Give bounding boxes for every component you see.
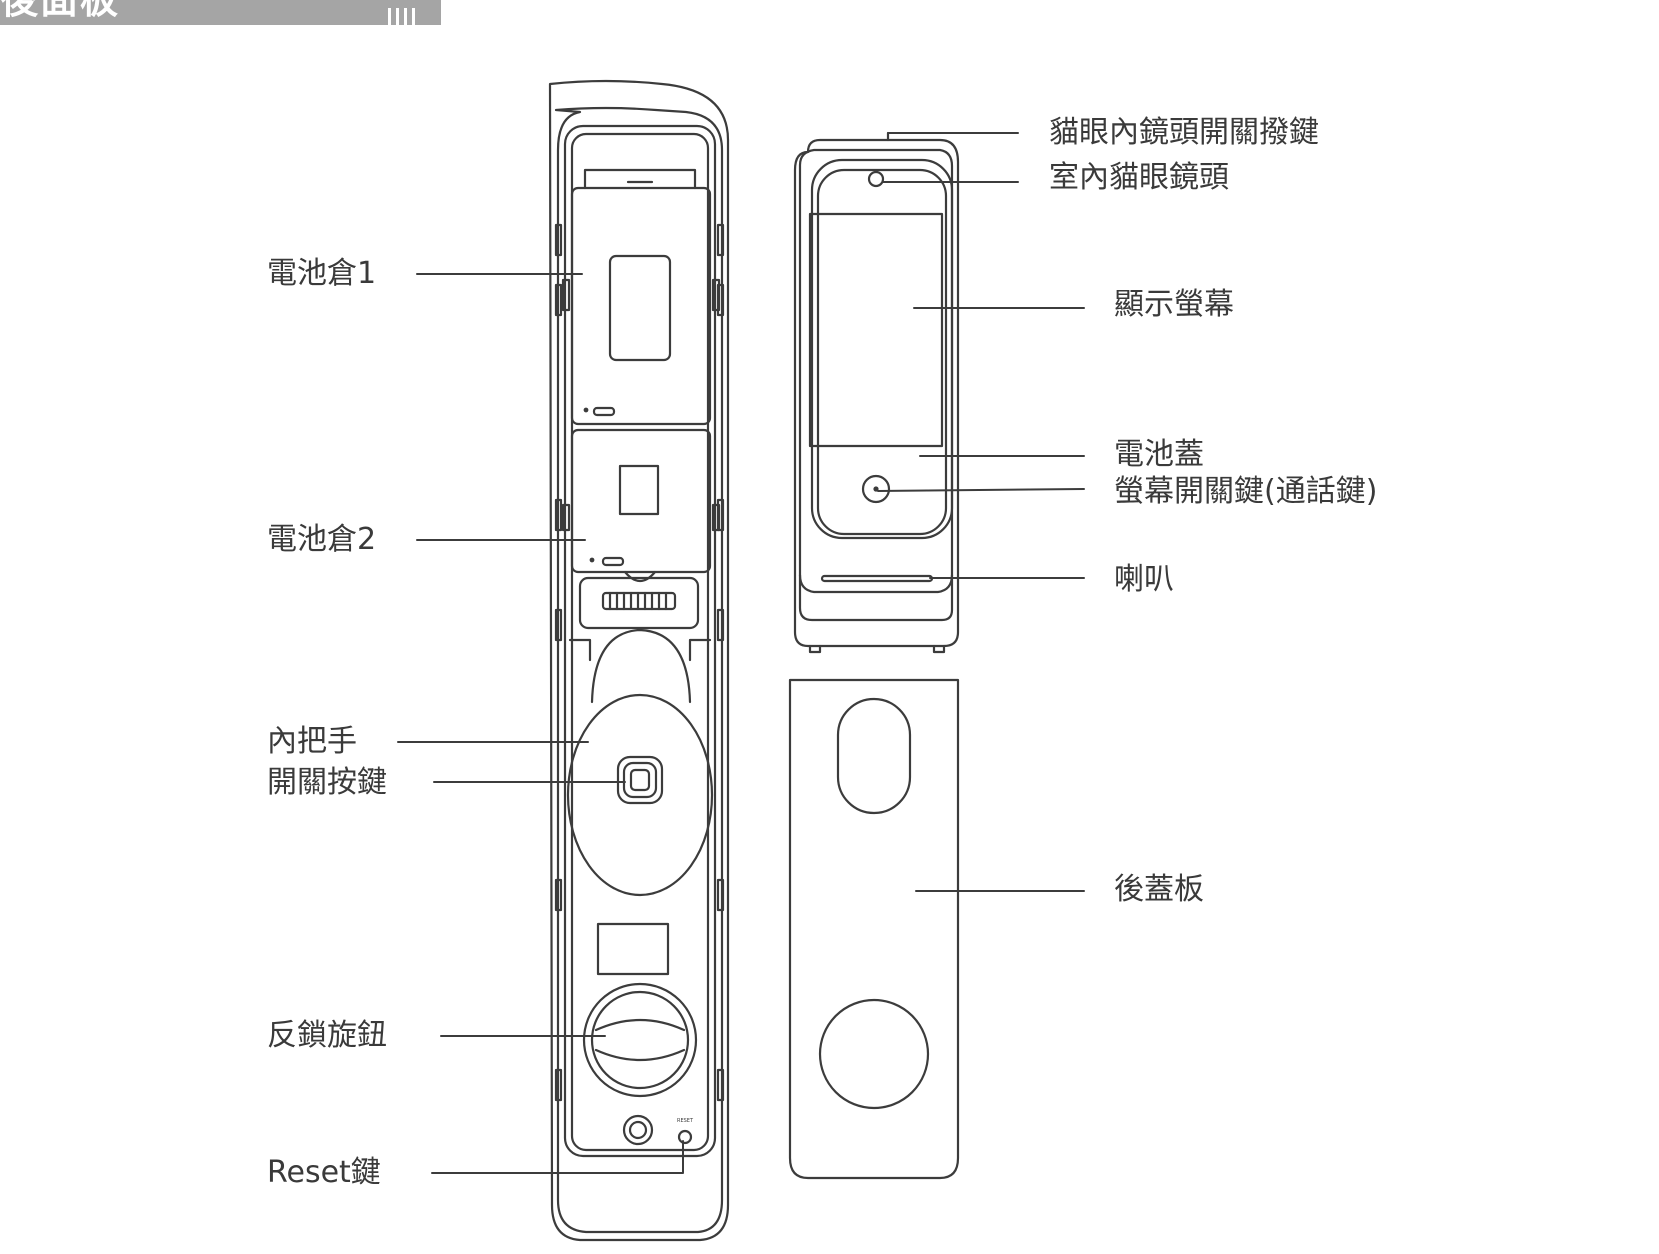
lock-panel-frame: [563, 124, 717, 1158]
indoor-camera-lens: [867, 170, 885, 188]
label-inner-handle: 內把手: [267, 724, 357, 759]
reset-print: RESET: [677, 1118, 694, 1124]
battery-bay-1: [570, 186, 712, 426]
back-cover-top-slot: [836, 697, 912, 815]
inner-handle: [566, 628, 714, 897]
battery-label-area-2: [618, 464, 660, 516]
display-screen: [808, 212, 944, 448]
back-cover-knob-hole: [818, 998, 930, 1110]
connector-block: [568, 570, 712, 662]
usb-port-2: [601, 556, 625, 567]
label-screen-power-button: 螢幕開關鍵(通話鍵): [1114, 474, 1378, 509]
label-battery-bay-1: 電池倉1: [267, 256, 377, 291]
battery-label-area-1: [608, 254, 672, 362]
lock-bottom-button: [622, 1114, 654, 1146]
speaker-grille: [820, 574, 934, 583]
label-battery-cover: 電池蓋: [1114, 437, 1204, 472]
label-battery-bay-2: 電池倉2: [267, 522, 377, 557]
lock-body: [548, 79, 730, 1242]
section-header: 後面板: [0, 0, 441, 25]
battery-bay-2: [570, 428, 712, 574]
back-cover: [788, 678, 960, 1180]
deadbolt-knob: [582, 982, 698, 1098]
label-reset-key: Reset鍵: [267, 1155, 381, 1190]
header-stripes: [380, 0, 441, 25]
label-display-screen: 顯示螢幕: [1114, 287, 1234, 322]
usb-port-1: [592, 406, 616, 417]
leader-lines: [397, 132, 1085, 1174]
label-deadbolt-knob: 反鎖旋鈕: [267, 1018, 387, 1053]
reset-hole: [677, 1129, 693, 1145]
label-back-cover: 後蓋板: [1114, 872, 1204, 907]
label-power-button: 開關按鍵: [267, 765, 387, 800]
screen-power-button: [861, 474, 891, 504]
power-button-inner: [622, 761, 658, 799]
label-speaker: 喇叭: [1114, 562, 1174, 597]
battery-top-clip: [583, 168, 697, 190]
section-title: 後面板: [0, 0, 121, 22]
display-module: [793, 131, 960, 654]
lock-inner-shell: [554, 106, 724, 1234]
power-button-outer: [616, 755, 664, 805]
label-peephole-switch: 貓眼內鏡頭開關撥鍵: [1049, 115, 1319, 150]
lock-outer-shell: [548, 79, 730, 1242]
sensor-window: [596, 922, 670, 976]
lock-panel-inner: [570, 132, 710, 1152]
label-indoor-camera: 室內貓眼鏡頭: [1049, 160, 1229, 195]
